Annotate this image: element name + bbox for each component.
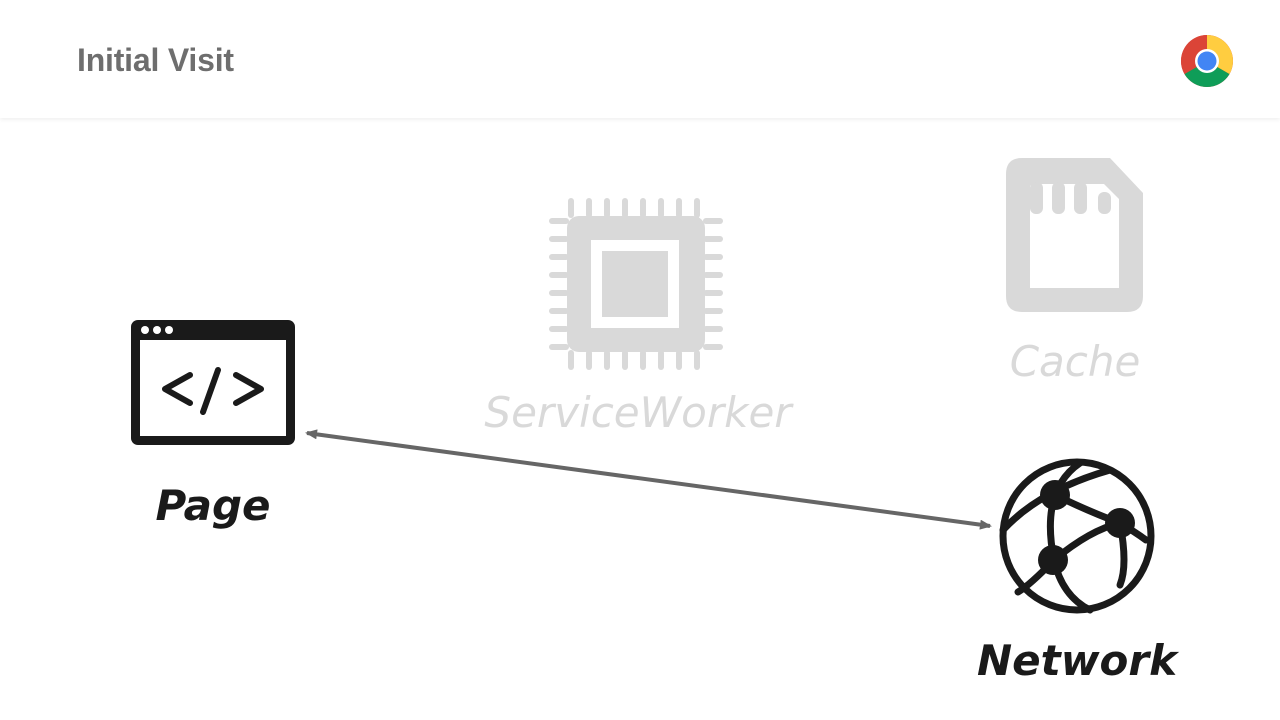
- cache-label: Cache: [1010, 337, 1141, 386]
- network-label: Network: [977, 636, 1180, 685]
- slide-title: Initial Visit: [77, 42, 234, 78]
- page-label: Page: [156, 481, 271, 530]
- service-worker-label: ServiceWorker: [484, 388, 794, 437]
- code-window-icon: [131, 320, 295, 445]
- chrome-logo-icon: [1181, 35, 1233, 87]
- slide-header: Initial Visit: [0, 0, 1280, 118]
- network-nodes: [1038, 480, 1135, 575]
- globe-network-icon: [999, 458, 1155, 614]
- page-network-arrow: [305, 429, 992, 530]
- cpu-chip-icon: [549, 198, 723, 370]
- sd-card-icon: [1006, 158, 1143, 312]
